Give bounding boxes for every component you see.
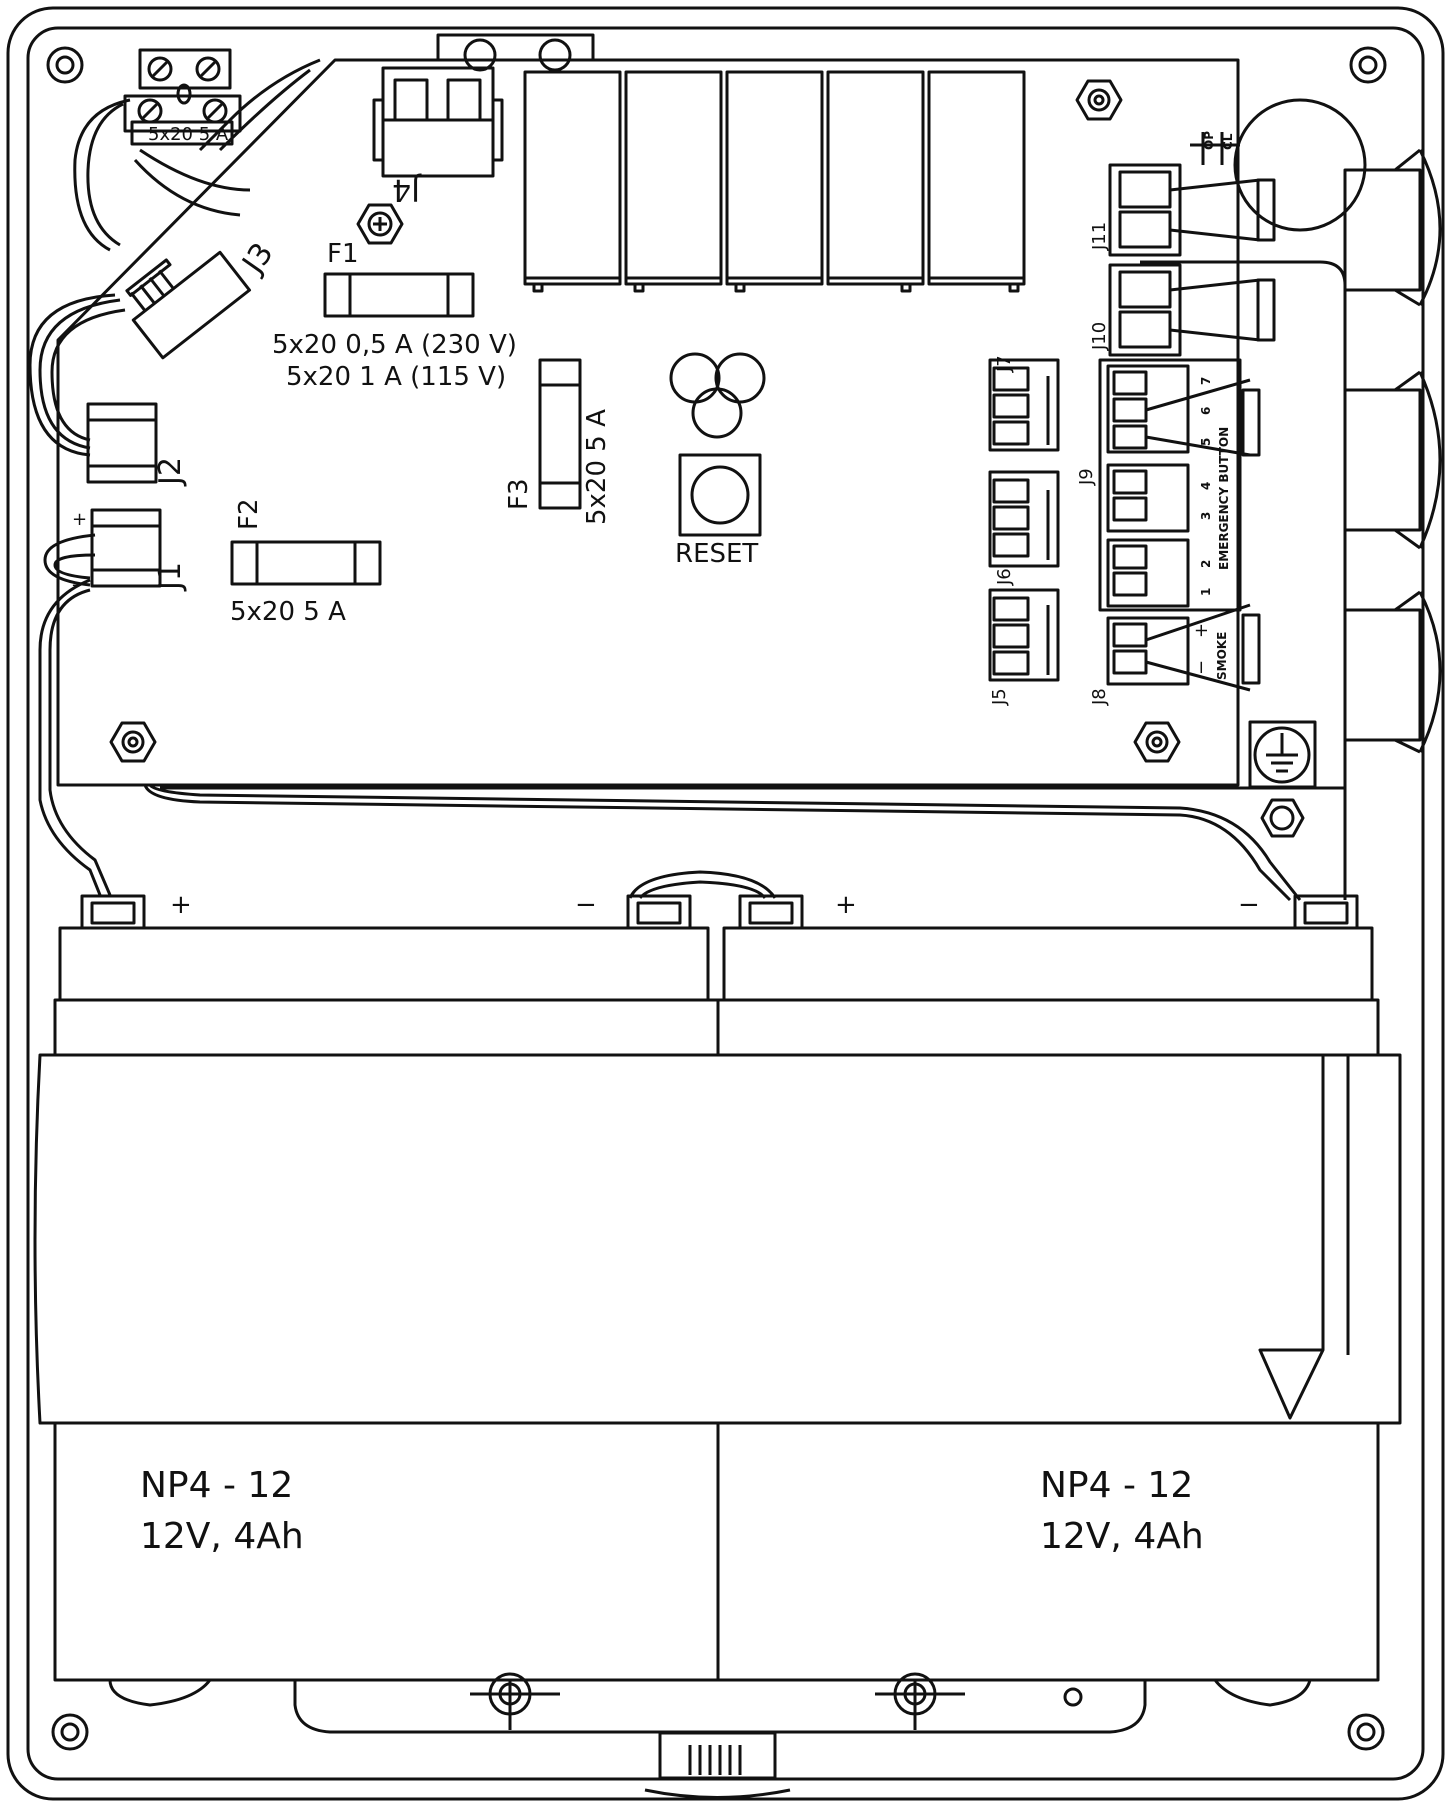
connector-j9 [1098, 358, 1261, 612]
j9-pin-5: 5 [1199, 438, 1213, 446]
label-j1: J1 [153, 562, 188, 592]
enclosure-outer [6, 6, 1445, 1801]
screw-icon [1133, 721, 1181, 763]
fuse-f1-name: F1 [327, 239, 359, 269]
j9-pin-7: 7 [1199, 377, 1213, 385]
battery2-spec: 12V, 4Ah [1040, 1516, 1204, 1557]
screw-icon [356, 203, 404, 245]
label-j11: J11 [1089, 222, 1110, 251]
screw-icon [109, 721, 157, 763]
connector-j10 [1108, 263, 1276, 357]
battery-terminal [1293, 894, 1359, 930]
fuse-f3-rating: 5x20 5 A [582, 409, 612, 525]
fuse-f2-rating: 5x20 5 A [230, 597, 346, 627]
connector-j5 [988, 588, 1060, 682]
relay [523, 70, 622, 293]
mains-fuse-label: 5x20 5 A [148, 124, 229, 145]
battery-terminal [738, 894, 804, 930]
corner-screw-icon [51, 1713, 89, 1751]
label-j8: J8 [1089, 688, 1110, 706]
battery-2 [716, 926, 1380, 1682]
battery2-minus-label: − [1238, 890, 1260, 920]
emergency-button-label: EMERGENCY BUTTON [1217, 427, 1231, 570]
j11-pin-op: OP [1202, 131, 1216, 150]
reset-label: RESET [675, 539, 758, 569]
screw-icon [1075, 79, 1123, 121]
smoke-label: SMOKE [1215, 632, 1229, 680]
pcb-outline [56, 58, 1240, 787]
screw-icon [875, 1672, 965, 1730]
relay [927, 70, 1026, 293]
cable-gland-bottom [1343, 590, 1442, 754]
battery-1 [53, 926, 720, 1682]
fuse-f3 [538, 358, 582, 510]
battery1-plus-label: + [170, 890, 192, 920]
label-j4: J4 [392, 172, 422, 207]
relay [725, 70, 824, 293]
battery2-plus-label: + [835, 890, 857, 920]
connector-j7 [988, 358, 1060, 452]
ground-symbol-icon [1248, 720, 1317, 789]
fuse-f2-name: F2 [234, 499, 264, 531]
corner-screw-icon [46, 46, 84, 84]
j9-pin-1: 1 [1199, 588, 1213, 596]
connector-j2 [86, 402, 158, 484]
battery1-spec: 12V, 4Ah [140, 1516, 304, 1557]
battery2-model: NP4 - 12 [1040, 1465, 1193, 1506]
j1-plus-label: + [72, 509, 87, 530]
arrow-down-icon [1258, 1348, 1325, 1420]
ground-screw-icon [1260, 798, 1305, 838]
connector-j8 [1106, 603, 1261, 692]
connector-j1 [90, 508, 162, 588]
battery1-model: NP4 - 12 [140, 1465, 293, 1506]
fuse-f2 [230, 540, 382, 586]
battery-strap [33, 1053, 1402, 1425]
connector-j11 [1108, 132, 1276, 257]
label-j10: J10 [1089, 322, 1110, 351]
reset-button[interactable] [678, 453, 762, 537]
j8-plus-label: + [1191, 623, 1212, 638]
label-j6: J6 [994, 568, 1015, 586]
j9-pin-3: 3 [1199, 512, 1213, 520]
j1-minus-label: - [72, 574, 79, 595]
mains-fuse-holder [123, 48, 242, 146]
connector-j3 [125, 250, 252, 360]
label-j9: J9 [1076, 468, 1097, 486]
j9-pin-4: 4 [1199, 482, 1213, 490]
j9-pin-2: 2 [1199, 560, 1213, 568]
fuse-f1 [323, 272, 475, 318]
screw-icon [470, 1672, 560, 1730]
corner-screw-icon [1347, 1713, 1385, 1751]
cable-clip [644, 1731, 791, 1799]
label-j7: J7 [994, 355, 1015, 373]
relay [826, 70, 925, 293]
battery1-minus-label: − [575, 890, 597, 920]
cable-gland-top [1343, 148, 1442, 307]
fuse-f1-rating-230v: 5x20 0,5 A (230 V) [272, 330, 517, 360]
status-leds [669, 352, 766, 439]
relay [624, 70, 723, 293]
battery-terminal [80, 894, 146, 930]
label-j2: J2 [153, 457, 188, 487]
fuse-f3-name: F3 [504, 479, 534, 511]
j11-pin-cl: CL [1221, 133, 1235, 150]
label-j3: J3 [235, 237, 281, 282]
j9-pin-6: 6 [1199, 407, 1213, 415]
battery-terminal [626, 894, 692, 930]
fuse-f1-rating-115v: 5x20 1 A (115 V) [286, 362, 506, 392]
j8-minus-label: − [1191, 660, 1212, 675]
corner-screw-icon [1349, 46, 1387, 84]
connector-j4 [372, 66, 504, 178]
connector-j6 [988, 470, 1060, 568]
label-j5: J5 [989, 688, 1010, 706]
cable-gland-middle [1343, 370, 1442, 550]
